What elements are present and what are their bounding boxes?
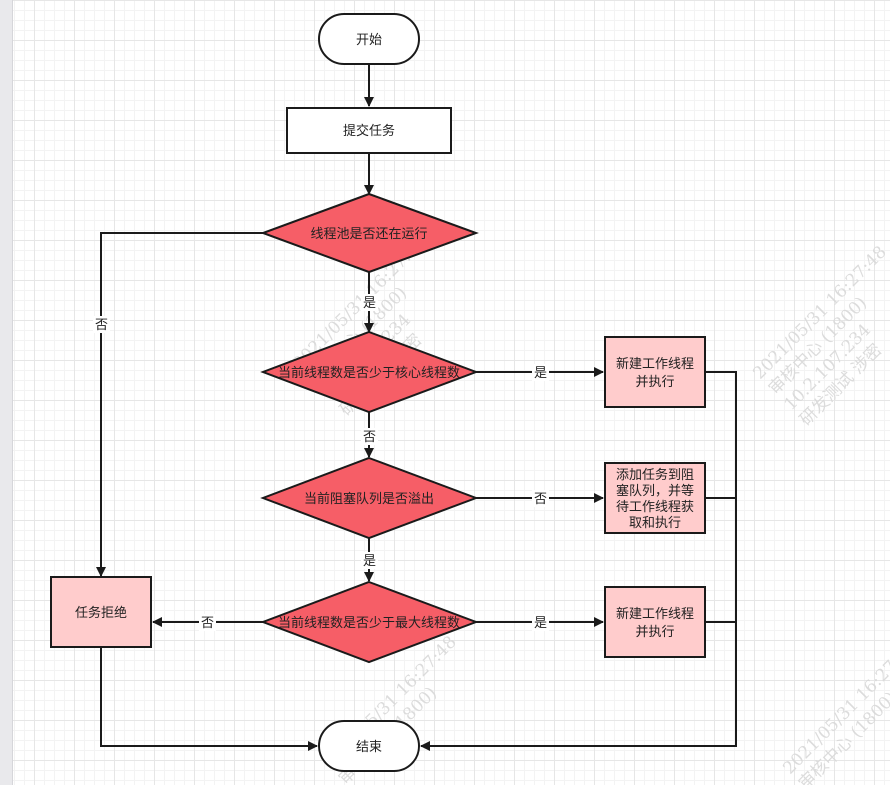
decision-core-threads: 当前线程数是否少于核心线程数 — [260, 330, 479, 414]
decision-pool-running: 线程池是否还在运行 — [260, 192, 479, 274]
node-reject-label: 任务拒绝 — [75, 605, 127, 621]
edge-labels: 是 否 是 否 否 是 是 否 — [93, 294, 549, 631]
edge-label-pool-yes: 是 — [363, 296, 376, 311]
node-enqueue-line: 塞队列，并等 — [616, 483, 694, 499]
decision-core-threads-label: 当前线程数是否少于核心线程数 — [278, 365, 460, 381]
edge-worker1-end — [420, 371, 737, 751]
left-panel-edge — [0, 0, 13, 785]
edge-label-core-no: 否 — [363, 430, 376, 445]
decision-pool-running-label: 线程池是否还在运行 — [310, 227, 427, 242]
decision-queue-full-label: 当前阻塞队列是否溢出 — [304, 491, 434, 507]
node-start-label: 开始 — [356, 33, 382, 48]
edge-reject-end — [100, 646, 318, 751]
node-new-worker-1-line: 并执行 — [635, 375, 674, 390]
node-end-label: 结束 — [356, 740, 382, 755]
edge-label-queue-yes: 是 — [363, 554, 376, 569]
edge-label-max-yes: 是 — [534, 616, 547, 631]
node-enqueue-line: 添加任务到阻 — [616, 467, 694, 483]
node-enqueue-line: 取和执行 — [629, 516, 681, 531]
node-submit: 提交任务 — [286, 107, 452, 154]
edge-label-queue-no: 否 — [534, 492, 547, 507]
watermark-group-4: 2021/05/31 16:27:48 审核中心 (1800) — [779, 637, 890, 785]
watermark-group-2: 2021/05/31 16:27:48 审核中心 (1800) 10.2.107… — [749, 242, 890, 430]
edge-label-max-no: 否 — [201, 616, 214, 631]
node-end: 结束 — [318, 720, 420, 772]
node-new-worker-2-line: 并执行 — [635, 625, 674, 640]
node-reject: 任务拒绝 — [50, 576, 152, 648]
node-new-worker-2-line: 新建工作线程 — [616, 606, 694, 622]
node-new-worker-1: 新建工作线程 并执行 — [604, 336, 706, 408]
decision-queue-full: 当前阻塞队列是否溢出 — [260, 456, 479, 540]
node-enqueue-line: 待工作线程获 — [616, 500, 694, 515]
edge-label-core-yes: 是 — [534, 366, 547, 381]
edge-pool-no — [96, 232, 263, 577]
edge-label-pool-no: 否 — [95, 318, 108, 333]
node-submit-label: 提交任务 — [343, 123, 395, 139]
node-start: 开始 — [318, 13, 420, 65]
decision-max-threads: 当前线程数是否少于最大线程数 — [260, 580, 479, 664]
decision-max-threads-label: 当前线程数是否少于最大线程数 — [278, 615, 460, 631]
node-new-worker-2: 新建工作线程 并执行 — [604, 586, 706, 658]
node-enqueue: 添加任务到阻 塞队列，并等 待工作线程获 取和执行 — [604, 462, 706, 534]
node-new-worker-1-line: 新建工作线程 — [616, 356, 694, 372]
